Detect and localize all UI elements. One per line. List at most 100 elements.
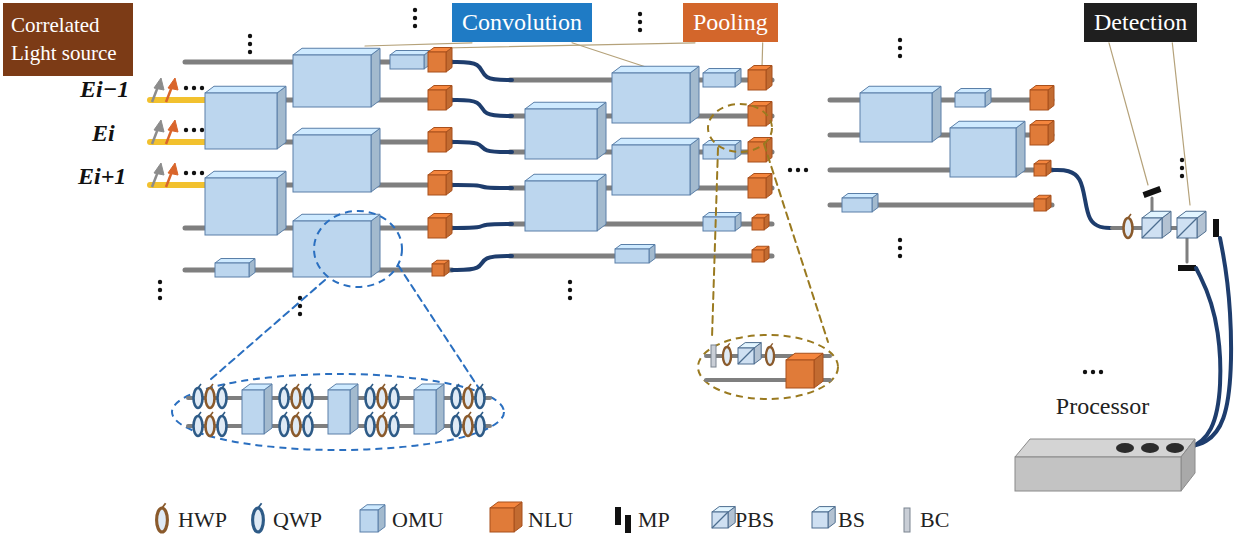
half-wave-plate: [378, 388, 387, 408]
node-text: Correlated Light source: [11, 11, 125, 68]
plate-handle: [480, 384, 483, 388]
fiber-cable: [452, 185, 512, 188]
ellipsis-dot: [568, 288, 572, 292]
node-text: Detection: [1094, 8, 1187, 37]
optical-matrix-unit: [414, 390, 436, 434]
polarizing-beam-splitter: [738, 348, 754, 364]
optical-matrix-unit: [612, 73, 690, 123]
fiber-cable: [452, 256, 512, 270]
quarter-wave-plate: [476, 388, 485, 408]
optical-matrix-unit: [293, 55, 371, 107]
leader-line: [1109, 43, 1148, 185]
optical-matrix-unit: [950, 121, 1025, 128]
mirror-detector: [625, 515, 631, 533]
optical-matrix-unit: [350, 384, 358, 434]
quarter-wave-plate: [476, 416, 485, 436]
ellipsis-dot: [638, 20, 642, 24]
zoom-leader: [712, 148, 718, 338]
quarter-wave-plate: [194, 416, 203, 436]
optical-matrix-unit: [371, 48, 380, 107]
nonlinear-unit: [748, 178, 766, 198]
nonlinear-unit: [428, 86, 452, 91]
optical-matrix-unit: [690, 138, 699, 195]
optical-matrix-unit: [597, 174, 606, 231]
optical-matrix-unit: [525, 102, 606, 109]
legend-text: QWP: [273, 507, 322, 533]
polarizing-beam-splitter: [1177, 218, 1197, 238]
node-text: Pooling: [693, 8, 768, 37]
optical-matrix-unit: [277, 171, 286, 235]
optical-matrix-unit: [360, 505, 385, 510]
quarter-wave-plate: [304, 388, 313, 408]
stage-title-box: Detection: [1084, 3, 1197, 42]
beam-splitter: [812, 512, 828, 528]
mirror-detector: [1178, 265, 1196, 271]
nonlinear-unit: [1034, 199, 1046, 211]
ellipsis-dot: [568, 280, 572, 284]
ellipsis-dot: [638, 28, 642, 32]
half-wave-plate: [378, 416, 387, 436]
ellipsis-dot: [804, 168, 808, 172]
polarizing-beam-splitter: [1142, 211, 1171, 218]
optical-matrix-unit: [860, 86, 941, 93]
fiber-cable: [1180, 238, 1231, 448]
fiber-cable: [452, 100, 512, 116]
quarter-wave-plate: [194, 388, 203, 408]
nonlinear-unit: [428, 132, 446, 152]
nonlinear-unit: [752, 250, 764, 262]
optical-matrix-unit: [205, 93, 277, 149]
ellipsis-dot: [788, 168, 792, 172]
field-label: Ei−1: [80, 76, 129, 103]
optical-matrix-unit: [612, 138, 699, 145]
nonlinear-unit: [428, 171, 452, 176]
nonlinear-unit: [748, 66, 772, 71]
ellipsis-dot: [796, 168, 800, 172]
polarization-arrow: [154, 120, 164, 132]
processor-device: [1015, 439, 1195, 457]
ellipsis-dot: [413, 16, 417, 20]
nonlinear-unit: [428, 128, 452, 133]
nonlinear-unit: [432, 260, 449, 264]
ellipsis-dot: [200, 86, 204, 90]
plate-handle: [370, 412, 373, 416]
plate-handle: [210, 384, 213, 388]
quarter-wave-plate: [390, 388, 399, 408]
nonlinear-unit: [1030, 121, 1054, 126]
half-wave-plate: [723, 347, 731, 365]
nonlinear-unit: [786, 360, 814, 388]
optical-matrix-unit: [703, 217, 735, 231]
ellipsis-dot: [898, 254, 902, 258]
legend-text: HWP: [178, 507, 227, 533]
plate-handle: [394, 412, 397, 416]
optical-matrix-unit: [1016, 121, 1025, 177]
source-box: Correlated Light source: [3, 3, 133, 76]
optical-matrix-unit: [215, 263, 249, 277]
input-beam: [150, 139, 205, 145]
ellipsis-dot: [1180, 166, 1184, 170]
ellipsis-dot: [1180, 158, 1184, 162]
nonlinear-unit: [748, 102, 772, 107]
optical-matrix-unit: [242, 384, 272, 390]
plate-handle: [222, 412, 225, 416]
ellipsis-dot: [158, 296, 162, 300]
quarter-wave-plate: [253, 508, 264, 532]
optical-matrix-unit: [615, 245, 655, 250]
half-wave-plate: [292, 388, 301, 408]
plate-handle: [468, 412, 471, 416]
ellipsis-dot: [248, 42, 252, 46]
optical-matrix-unit: [842, 194, 878, 199]
optical-matrix-unit: [612, 145, 690, 195]
optical-matrix-unit: [264, 384, 272, 434]
nonlinear-unit: [1030, 90, 1048, 110]
legend-icons: [157, 502, 910, 533]
leader-lines: [365, 43, 1190, 205]
zoom-outline: [708, 104, 772, 152]
polarizing-beam-splitter: [738, 343, 761, 348]
plate-handle: [210, 412, 213, 416]
ellipsis-dot: [184, 86, 188, 90]
plate-handle: [456, 384, 459, 388]
optical-matrix-unit: [950, 128, 1016, 177]
leader-line: [365, 43, 472, 46]
optical-matrix-unit: [293, 221, 371, 277]
field-label: Ei+1: [78, 163, 126, 190]
